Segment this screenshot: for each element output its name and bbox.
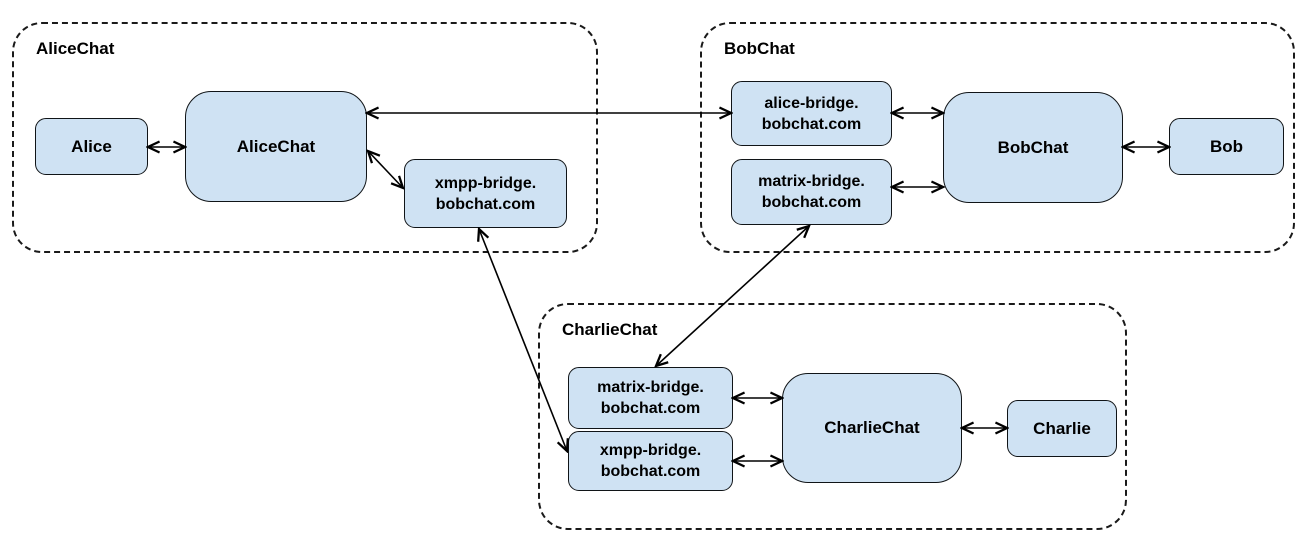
cluster-bobchat-label: BobChat (724, 39, 795, 58)
node-charlie-label: Charlie (1033, 418, 1091, 438)
node-alicechat-server: AliceChat (185, 91, 367, 202)
node-bob-label: Bob (1209, 136, 1244, 156)
node-matrix-bridge-charliechat: matrix-bridge. bobchat.com (568, 367, 733, 429)
cluster-alicechat-label: AliceChat (36, 39, 115, 58)
cluster-bobchat: BobChat (700, 22, 1295, 253)
node-xmpp-bridge-charliechat: xmpp-bridge. bobchat.com (568, 431, 733, 491)
node-charliechat-server: CharlieChat (782, 373, 962, 483)
cluster-charliechat-label: CharlieChat (562, 320, 658, 339)
node-charlie: Charlie (1007, 400, 1117, 457)
node-bobchat-server: BobChat (943, 92, 1123, 203)
node-matrix-bridge-bobchat: matrix-bridge. bobchat.com (731, 159, 892, 225)
node-matrix-bridge-bobchat-label: matrix-bridge. bobchat.com (758, 173, 865, 211)
node-alice-bridge-bobchat: alice-bridge. bobchat.com (731, 81, 892, 146)
node-xmpp-bridge-alicechat: xmpp-bridge. bobchat.com (404, 159, 567, 228)
node-alicechat-server-label: AliceChat (236, 136, 316, 156)
node-xmpp-bridge-charliechat-label: xmpp-bridge. bobchat.com (599, 442, 702, 480)
node-bobchat-server-label: BobChat (997, 137, 1069, 157)
cluster-alicechat: AliceChat (12, 22, 598, 253)
node-alice: Alice (35, 118, 148, 175)
node-alice-bridge-bobchat-label: alice-bridge. bobchat.com (761, 94, 862, 133)
node-bob: Bob (1169, 118, 1284, 175)
node-charliechat-server-label: CharlieChat (824, 418, 920, 437)
node-matrix-bridge-charliechat-label: matrix-bridge. bobchat.com (597, 379, 704, 417)
node-alice-label: Alice (71, 136, 112, 156)
node-xmpp-bridge-alicechat-label: xmpp-bridge. bobchat.com (434, 174, 537, 213)
